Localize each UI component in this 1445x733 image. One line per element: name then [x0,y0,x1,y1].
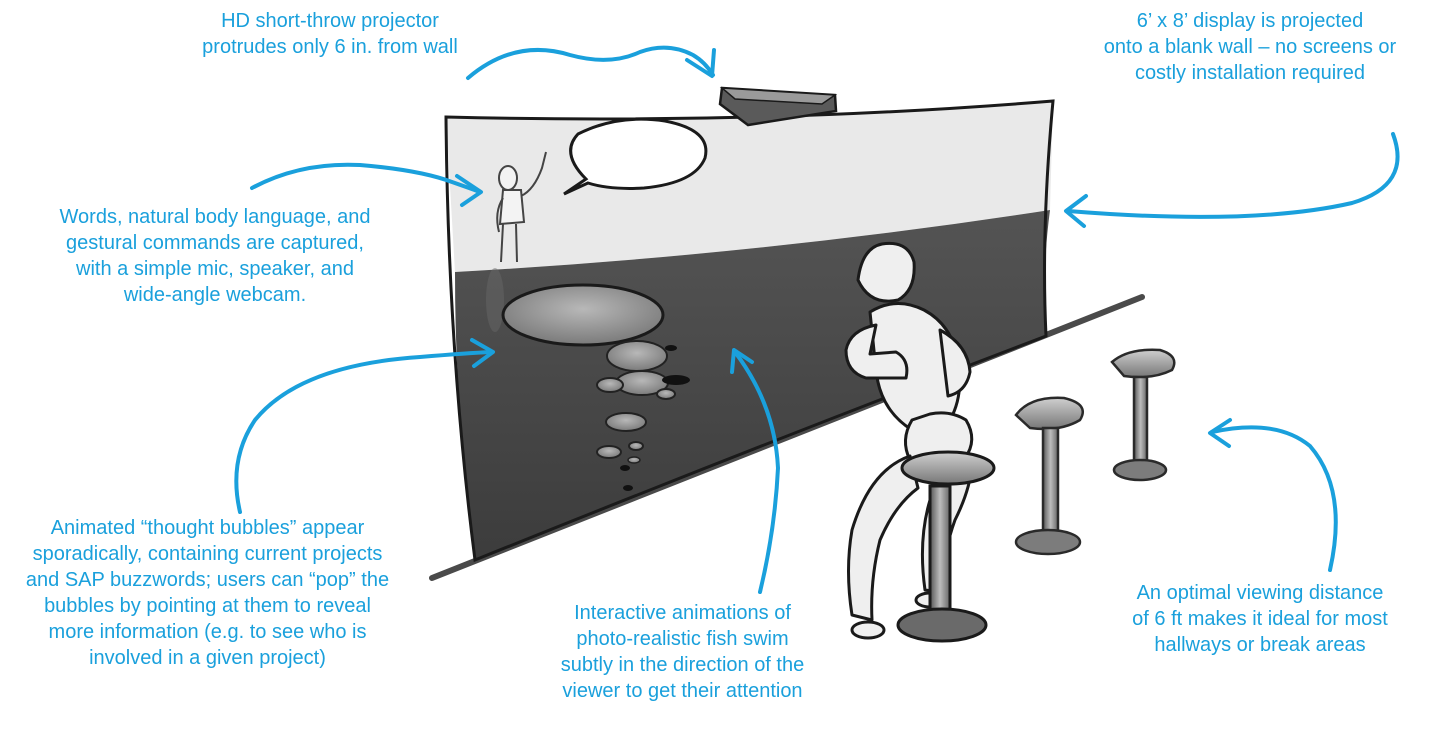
callout-line: with a simple mic, speaker, and [20,256,410,282]
callout-capture: Words, natural body language, and gestur… [20,204,410,308]
callout-line: gestural commands are captured, [20,230,410,256]
callout-line: involved in a given project) [0,645,415,671]
callout-fish: Interactive animations of photo-realisti… [535,600,830,704]
callout-line: more information (e.g. to see who is [0,619,415,645]
arrow-bubbles [236,352,492,512]
callout-line: viewer to get their attention [535,678,830,704]
thought-bubble-large [503,285,663,345]
callout-line: of 6 ft makes it ideal for most [1120,606,1400,632]
callout-line: wide-angle webcam. [20,282,410,308]
arrowhead-distance [1210,420,1230,446]
callout-thought-bubbles: Animated “thought bubbles” appear sporad… [0,515,415,671]
arrow-display [1068,134,1398,217]
callout-line: protrudes only 6 in. from wall [150,34,510,60]
callout-viewing-distance: An optimal viewing distance of 6 ft make… [1120,580,1400,658]
callout-line: hallways or break areas [1120,632,1400,658]
callout-line: bubbles by pointing at them to reveal [0,593,415,619]
callout-line: sporadically, containing current project… [0,541,415,567]
callout-line: An optimal viewing distance [1120,580,1400,606]
callout-line: onto a blank wall – no screens or [1060,34,1440,60]
callout-line: Animated “thought bubbles” appear [0,515,415,541]
callout-line: and SAP buzzwords; users can “pop” the [0,567,415,593]
stool-icon [1112,350,1174,480]
stool-icon [1016,398,1083,554]
callout-line: photo-realistic fish swim [535,626,830,652]
callout-projector: HD short-throw projector protrudes only … [150,8,510,60]
arrow-distance [1212,427,1336,570]
callout-line: Words, natural body language, and [20,204,410,230]
callout-line: Interactive animations of [535,600,830,626]
callout-line: 6’ x 8’ display is projected [1060,8,1440,34]
callout-line: HD short-throw projector [150,8,510,34]
callout-line: costly installation required [1060,60,1440,86]
callout-line: subtly in the direction of the [535,652,830,678]
callout-display: 6’ x 8’ display is projected onto a blan… [1060,8,1440,86]
